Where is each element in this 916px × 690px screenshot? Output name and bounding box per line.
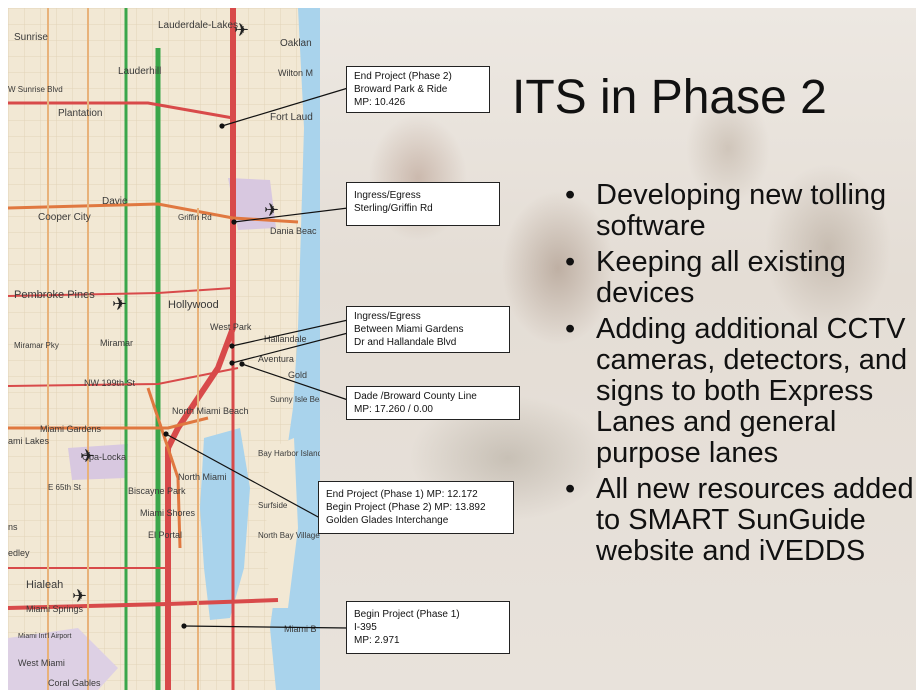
map-label: Miami Springs	[26, 604, 84, 614]
callout-line: MP: 10.426	[354, 97, 406, 108]
map-label: Plantation	[58, 108, 102, 119]
callout-miami-gardens: Ingress/Egress Between Miami Gardens Dr …	[346, 306, 510, 353]
callout-line: Begin Project (Phase 2) MP: 13.892	[326, 502, 486, 513]
map-label: Wilton M	[278, 68, 313, 78]
bullet-item: All new resources added to SMART SunGuid…	[560, 474, 916, 567]
callout-line: Ingress/Egress	[354, 311, 421, 322]
map-label: North Bay Village	[258, 531, 320, 540]
callout-line: End Project (Phase 2)	[354, 71, 452, 82]
callout-line: Begin Project (Phase 1)	[354, 609, 460, 620]
map-label: Lauderdale-Lakes	[158, 20, 238, 31]
callout-line: I-395	[354, 622, 377, 633]
callout-line: Golden Glades Interchange	[326, 515, 449, 526]
map-label: Opa-Locka	[82, 452, 126, 462]
map-label: Miramar	[100, 338, 133, 348]
map-label: Dania Beac	[270, 226, 317, 236]
map-label: Lauderhill	[118, 66, 161, 77]
callout-line: Ingress/Egress	[354, 190, 421, 201]
map-label: Bay Harbor Islands	[258, 449, 320, 458]
airport-icon: ✈	[112, 294, 127, 314]
map-label: Miramar Pky	[14, 341, 59, 350]
bullet-item: Keeping all existing devices	[560, 247, 916, 309]
callout-leaders	[163, 87, 349, 629]
map-label: ns	[8, 522, 18, 532]
callout-line: End Project (Phase 1) MP: 12.172	[326, 489, 478, 500]
bullet-item: Adding additional CCTV cameras, detector…	[560, 314, 916, 469]
callout-line: Between Miami Gardens	[354, 324, 464, 335]
map-label: Fort Laud	[270, 112, 313, 123]
bullet-list: Developing new tolling software Keeping …	[560, 180, 916, 572]
callout-begin-phase1: Begin Project (Phase 1) I-395 MP: 2.971	[346, 601, 510, 654]
map: Sunrise Lauderdale-Lakes Oaklan Lauderhi…	[8, 8, 320, 690]
callout-line: Dr and Hallandale Blvd	[354, 337, 457, 348]
airport-icon: ✈	[72, 586, 87, 606]
map-label: El Portal	[148, 530, 182, 540]
map-label: Miami B	[284, 624, 317, 634]
map-label: Coral Gables	[48, 678, 101, 688]
airport-icon: ✈	[80, 446, 95, 466]
map-label: Cooper City	[38, 212, 91, 223]
map-label: West Park	[210, 322, 252, 332]
callout-line: Dade /Broward County Line	[354, 391, 477, 402]
bullet-item: Developing new tolling software	[560, 180, 916, 242]
map-label: North Miami Beach	[172, 406, 249, 416]
map-label: Biscayne Park	[128, 486, 186, 496]
map-label: Davie	[102, 196, 128, 207]
callout-line: Broward Park & Ride	[354, 84, 448, 95]
map-label: Hollywood	[168, 299, 219, 311]
map-label: Pembroke Pines	[14, 289, 95, 301]
map-label: Aventura	[258, 354, 294, 364]
map-label: Miami Gardens	[40, 424, 102, 434]
map-label: Surfside	[258, 501, 288, 510]
airport-icon: ✈	[234, 20, 249, 40]
callout-line: Sterling/Griffin Rd	[354, 203, 433, 214]
map-label: West Miami	[18, 658, 65, 668]
callout-line: MP: 2.971	[354, 635, 400, 646]
map-label: Griffin Rd	[178, 213, 212, 222]
map-label: W Sunrise Blvd	[8, 85, 63, 94]
callout-sterling-griffin: Ingress/Egress Sterling/Griffin Rd	[346, 182, 500, 226]
map-label: ami Lakes	[8, 436, 50, 446]
map-label: NW 199th St	[84, 378, 136, 388]
map-label: Hialeah	[26, 579, 63, 591]
map-label: Hallandale	[264, 334, 307, 344]
slide-title: ITS in Phase 2	[512, 71, 827, 124]
callout-line: MP: 17.260 / 0.00	[354, 404, 433, 415]
callout-end-phase2: End Project (Phase 2) Broward Park & Rid…	[346, 66, 490, 113]
airport-icon: ✈	[264, 200, 279, 220]
slide: Sunrise Lauderdale-Lakes Oaklan Lauderhi…	[8, 8, 916, 690]
map-label: Oaklan	[280, 38, 312, 49]
map-label: Sunrise	[14, 32, 48, 43]
map-label: North Miami	[178, 472, 227, 482]
map-label: Miami Shores	[140, 508, 196, 518]
callout-golden-glades: End Project (Phase 1) MP: 12.172 Begin P…	[318, 481, 514, 534]
map-label: edley	[8, 548, 30, 558]
map-label: E 65th St	[48, 483, 82, 492]
map-label: Sunny Isle Beach	[270, 395, 320, 404]
callout-county-line: Dade /Broward County Line MP: 17.260 / 0…	[346, 386, 520, 420]
map-label: Miami Int'l Airport	[18, 633, 72, 640]
map-label: Gold	[288, 370, 307, 380]
